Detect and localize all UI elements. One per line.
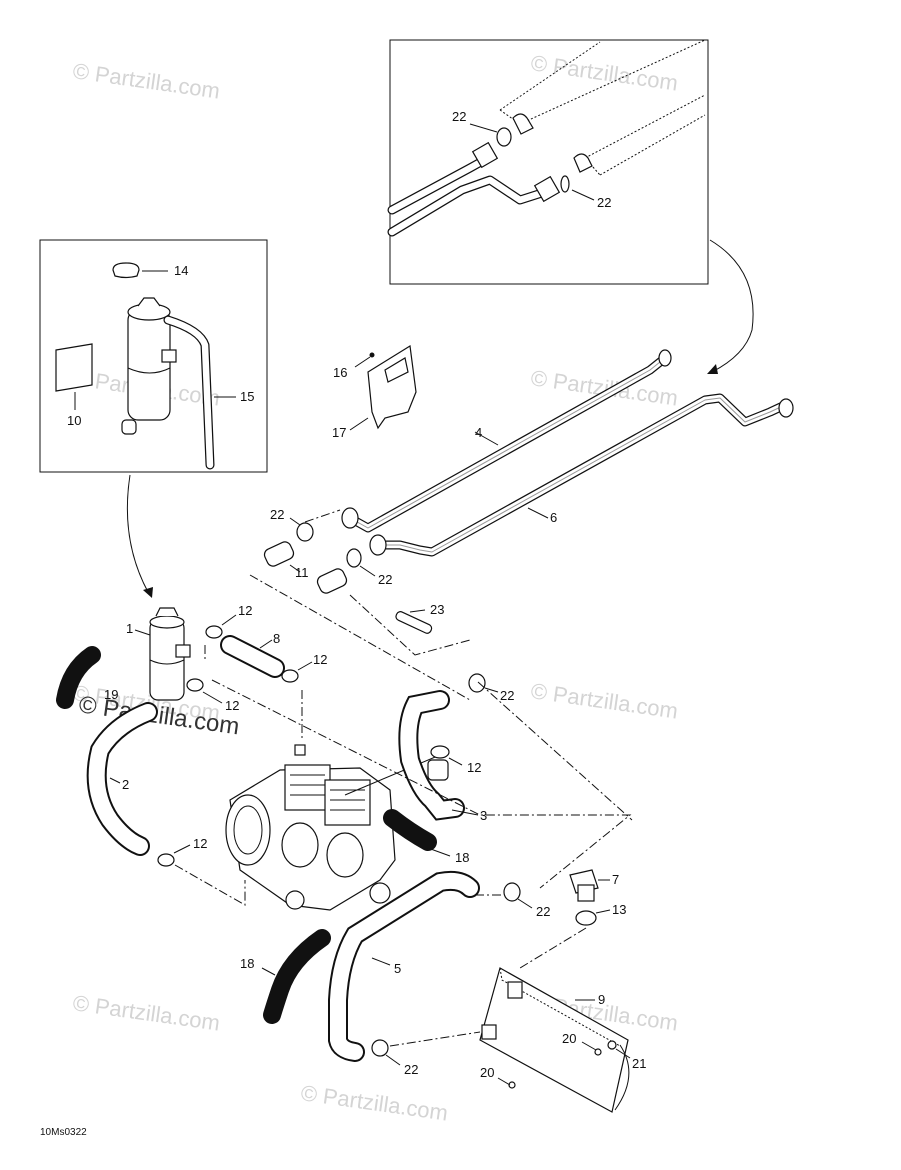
callout-16: 16 xyxy=(333,365,347,380)
hose-19 xyxy=(56,646,101,709)
callout-1: 1 xyxy=(126,621,133,636)
callout-12: 12 xyxy=(238,603,252,618)
pipes-4-6: 4 6 xyxy=(341,349,794,557)
pipe-3: 12 3 22 xyxy=(398,673,514,823)
callout-18: 18 xyxy=(240,956,254,971)
callout-7: 7 xyxy=(612,872,619,887)
clamps-sleeves: 22 22 11 xyxy=(249,507,471,701)
radiator-inset: 22 22 xyxy=(387,39,709,285)
engine xyxy=(225,744,441,911)
hoses-18: 18 18 xyxy=(240,809,469,1024)
arrow-head-icon xyxy=(143,587,153,598)
callout-14: 14 xyxy=(174,263,188,278)
pipe-5: 5 22 xyxy=(328,870,510,1077)
callout-4: 4 xyxy=(475,425,482,440)
callout-12: 12 xyxy=(467,760,481,775)
callout-17: 17 xyxy=(332,425,346,440)
callout-22: 22 xyxy=(270,507,284,522)
callout-23: 23 xyxy=(430,602,444,617)
reservoir-inset: 14 15 10 xyxy=(39,239,268,473)
callout-22: 22 xyxy=(536,904,550,919)
callout-22: 22 xyxy=(378,572,392,587)
callout-19: 19 xyxy=(104,687,118,702)
reservoir-arrow xyxy=(126,474,149,593)
callout-2: 2 xyxy=(122,777,129,792)
watermark: © Partzilla.com xyxy=(529,678,679,723)
callout-5: 5 xyxy=(394,961,401,976)
hose-2: 2 12 xyxy=(86,702,246,906)
diagram-code: 10Ms0322 xyxy=(40,1127,87,1138)
callout-13: 13 xyxy=(612,902,626,917)
callout-6: 6 xyxy=(550,510,557,525)
callout-12: 12 xyxy=(225,698,239,713)
heat-exchanger: 9 20 21 20 xyxy=(479,967,646,1113)
watermark: © Partzilla.com xyxy=(529,50,679,95)
callout-22: 22 xyxy=(452,109,466,124)
callout-22: 22 xyxy=(500,688,514,703)
callout-11: 11 xyxy=(295,565,309,580)
watermark: © Partzilla.com xyxy=(71,990,221,1035)
arrow-head-icon xyxy=(707,364,718,374)
watermark: © Partzilla.com xyxy=(529,365,679,410)
guide-line xyxy=(211,679,632,889)
callout-22: 22 xyxy=(597,195,611,210)
callout-10: 10 xyxy=(67,413,81,428)
reservoir: 1 8 12 12 12 xyxy=(126,603,327,713)
callout-8: 8 xyxy=(273,631,280,646)
guide-line xyxy=(477,681,633,821)
callout-3: 3 xyxy=(480,808,487,823)
callout-22: 22 xyxy=(404,1062,418,1077)
callout-18: 18 xyxy=(455,850,469,865)
callout-15: 15 xyxy=(240,389,254,404)
fitting-7: 7 22 13 xyxy=(503,869,626,969)
watermark: © Partzilla.com xyxy=(299,1080,449,1125)
callout-21: 21 xyxy=(632,1056,646,1071)
callout-12: 12 xyxy=(193,836,207,851)
watermark: © Partzilla.com xyxy=(71,58,221,103)
callout-9: 9 xyxy=(598,992,605,1007)
callout-20: 20 xyxy=(480,1065,494,1080)
callout-12: 12 xyxy=(313,652,327,667)
callout-20: 20 xyxy=(562,1031,576,1046)
bracket: 16 17 xyxy=(332,345,417,440)
inset-arrow xyxy=(709,239,754,373)
tube-23: 23 xyxy=(395,602,444,634)
watermarks: © Partzilla.com © Partzilla.com © Partzi… xyxy=(71,50,679,1125)
